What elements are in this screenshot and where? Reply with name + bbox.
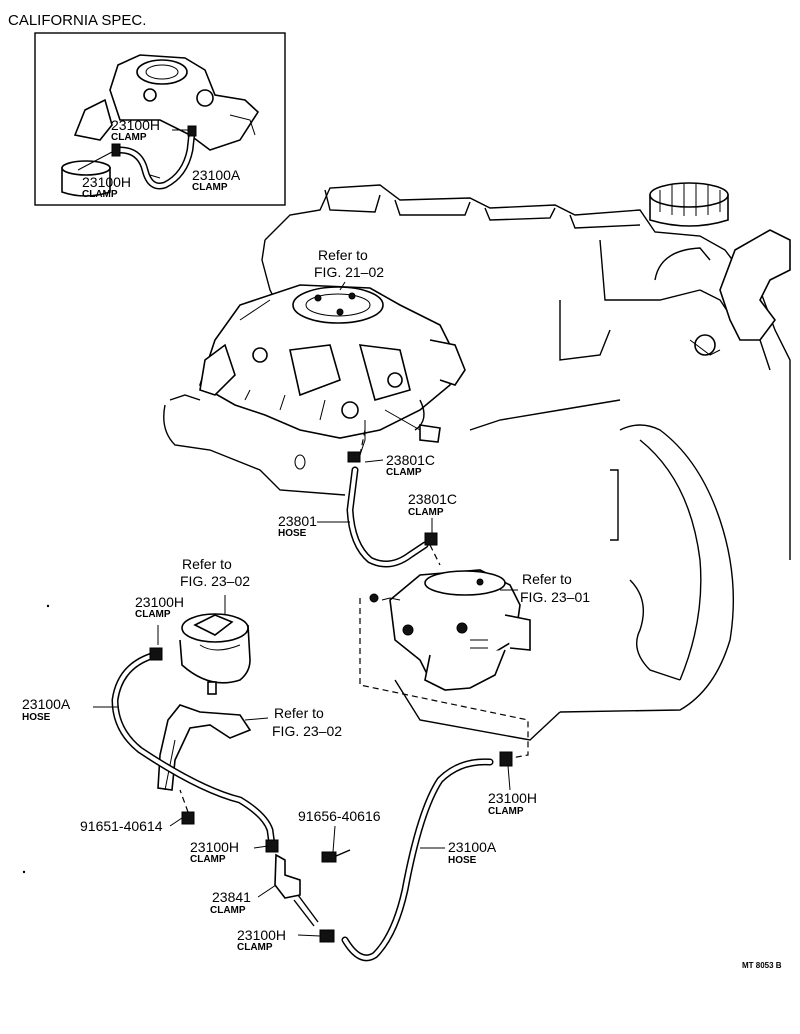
callout-part: 23100H <box>237 927 286 943</box>
ref-line1: Refer to <box>274 705 324 721</box>
callout-part: 91656-40616 <box>298 808 381 824</box>
ref-line2: FIG. 21–02 <box>314 264 384 280</box>
callout-desc: CLAMP <box>488 806 524 817</box>
bolt-91651-icon <box>179 789 195 825</box>
inset-carburetor-illustration <box>73 54 260 151</box>
callout-23100a-right-hose: 23100A HOSE <box>448 839 497 866</box>
inset-title: CALIFORNIA SPEC. <box>8 12 146 29</box>
callout-part: 23100A <box>448 839 497 855</box>
callout-23100h-canister: 23100H CLAMP <box>135 594 184 620</box>
callout-23100h-mid: 23100H CLAMP <box>190 839 239 865</box>
clamp-23100h-bottom-icon <box>319 929 335 943</box>
ref-line2: FIG. 23–02 <box>180 573 250 589</box>
callout-23100h-bottom: 23100H CLAMP <box>237 927 286 953</box>
oil-filler-cap-illustration <box>649 182 729 227</box>
inset-callout-desc: CLAMP <box>192 182 228 193</box>
canister-illustration <box>179 613 251 695</box>
ref-line2: FIG. 23–02 <box>272 723 342 739</box>
callout-part: 23100H <box>190 839 239 855</box>
callout-desc: CLAMP <box>237 942 273 953</box>
callout-part: 23100A <box>22 696 71 712</box>
carburetor-illustration <box>199 284 466 456</box>
ref-fuel-pump: Refer to FIG. 23–01 <box>520 571 590 605</box>
callout-desc: CLAMP <box>190 854 226 865</box>
callout-part: 23100H <box>488 790 537 806</box>
inset-clamp-icon <box>111 143 121 157</box>
inset-clamp-icon <box>187 125 197 137</box>
clamp-23801c-lower-icon <box>424 532 438 546</box>
distributor-illustration <box>689 229 791 356</box>
callout-desc: CLAMP <box>386 467 422 478</box>
figure-code: MT 8053 B <box>742 961 782 970</box>
callout-part: 23841 <box>212 889 251 905</box>
canister-bracket-illustration <box>157 704 252 791</box>
bolt-91656-icon <box>321 849 351 863</box>
clamp-23100h-pump-icon <box>499 751 513 767</box>
fuel-pump-illustration <box>369 569 531 691</box>
inset-callout-part: 23100A <box>192 167 241 183</box>
ref-line1: Refer to <box>318 247 368 263</box>
inset-callout-desc: CLAMP <box>82 189 118 200</box>
callout-23841: 23841 CLAMP <box>210 889 251 916</box>
callout-desc: HOSE <box>448 855 477 866</box>
callout-part: 23100H <box>135 594 184 610</box>
callout-23801-hose: 23801 HOSE <box>278 513 317 539</box>
ref-line1: Refer to <box>182 556 232 572</box>
callout-part: 91651-40614 <box>80 818 163 834</box>
callout-desc: CLAMP <box>135 609 171 620</box>
leader-lines <box>93 281 518 937</box>
inset-callout-desc: CLAMP <box>111 132 147 143</box>
clamp-23100h-canister-icon <box>149 647 163 661</box>
ref-line1: Refer to <box>522 571 572 587</box>
callout-23801c-upper: 23801C CLAMP <box>386 452 435 478</box>
callout-part: 23801C <box>386 452 435 468</box>
ref-bracket: Refer to FIG. 23–02 <box>272 705 342 739</box>
inset-frame <box>34 32 286 206</box>
callout-desc: HOSE <box>22 712 51 723</box>
callout-desc: HOSE <box>278 528 307 539</box>
callout-part: 23801C <box>408 491 457 507</box>
california-spec-inset: CALIFORNIA SPEC. 23100H CLAMP 23100H CLA… <box>8 12 286 206</box>
callout-23100a-left-hose: 23100A HOSE <box>22 696 71 723</box>
t-fitting-illustration <box>274 853 319 927</box>
inset-callout-part: 23100H <box>111 117 160 133</box>
callout-91656: 91656-40616 <box>298 808 381 824</box>
callout-desc: CLAMP <box>408 507 444 518</box>
ref-carburetor: Refer to FIG. 21–02 <box>314 247 384 280</box>
callout-23801c-lower: 23801C CLAMP <box>408 491 457 518</box>
inset-callout-part: 23100H <box>82 174 131 190</box>
callout-desc: CLAMP <box>210 905 246 916</box>
ref-line2: FIG. 23–01 <box>520 589 590 605</box>
ref-canister: Refer to FIG. 23–02 <box>180 556 250 589</box>
clamp-23801c-upper-icon <box>347 451 361 463</box>
callout-part: 23801 <box>278 513 317 529</box>
inset-canister-illustration <box>61 160 111 197</box>
callout-91651: 91651-40614 <box>80 818 163 834</box>
callout-23100h-pump: 23100H CLAMP <box>488 790 537 817</box>
